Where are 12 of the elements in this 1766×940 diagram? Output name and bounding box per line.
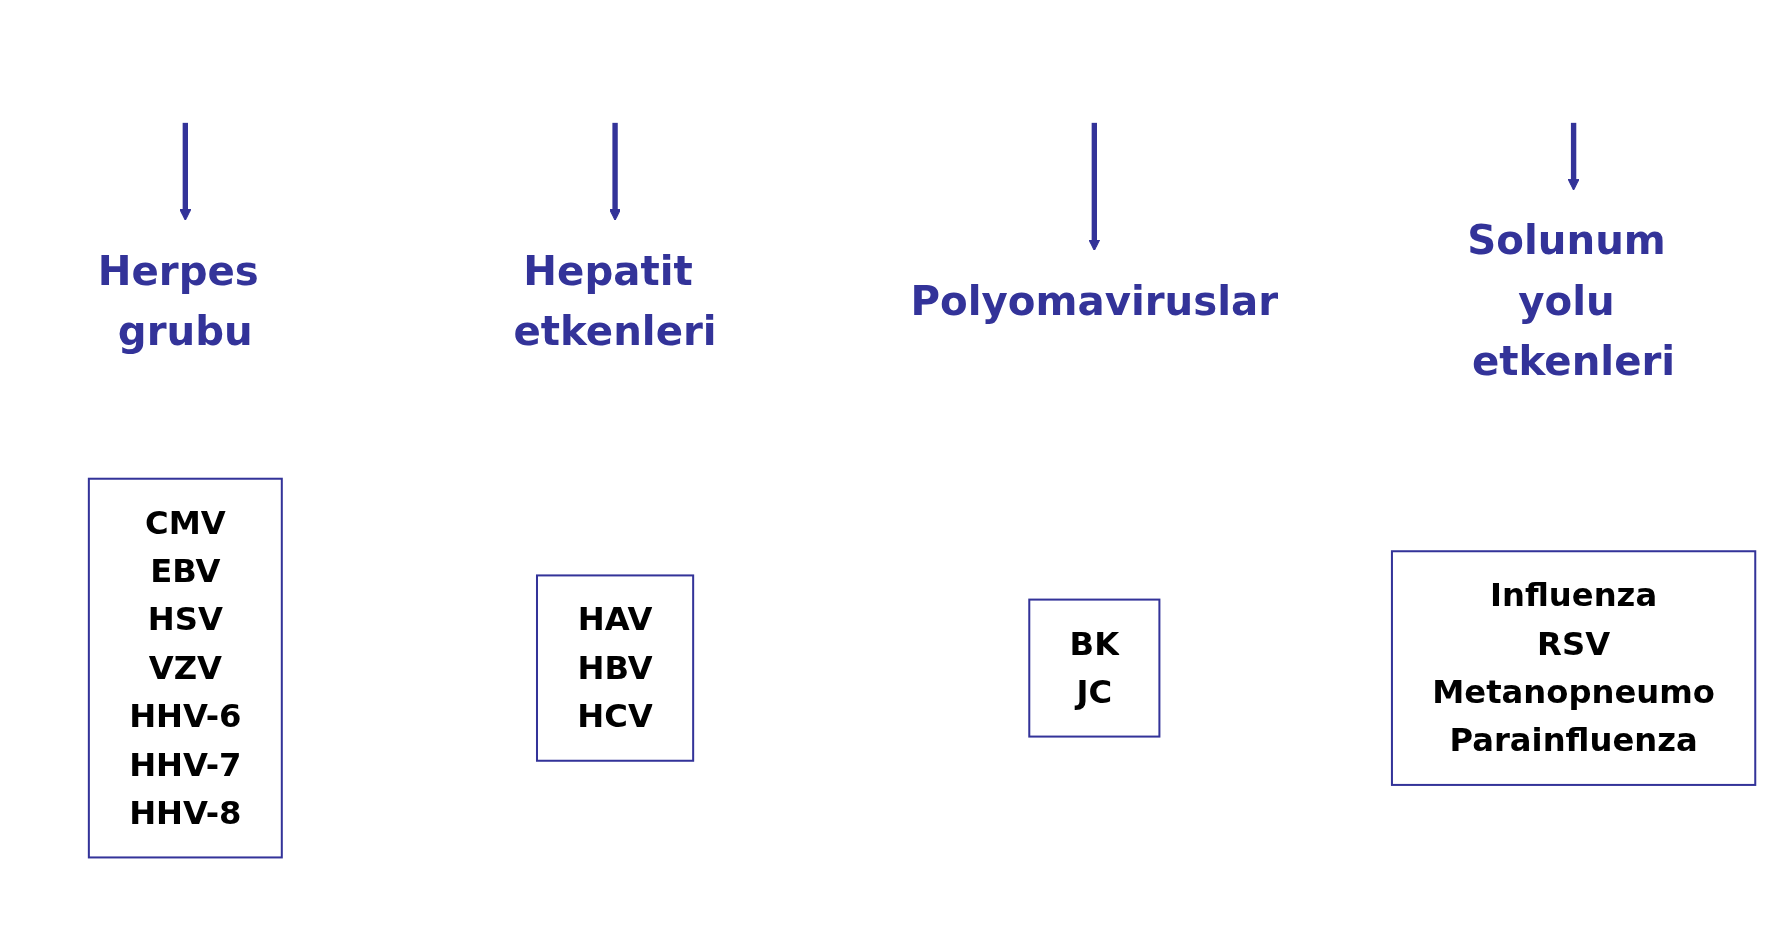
node-text: Hepatit etkenleri: [513, 247, 717, 355]
node-text: Polyomaviruslar: [910, 277, 1279, 325]
node-box: CMV EBV HSV VZV HHV-6 HHV-7 HHV-8: [87, 477, 283, 859]
arrow: [179, 122, 192, 221]
node-box: Influenza RSV Metanopneumo Parainfluenza: [1390, 550, 1757, 786]
arrow: [609, 122, 621, 221]
arrow: [1567, 122, 1580, 191]
node-box: HAV HBV HCV: [536, 574, 695, 762]
node-text: Herpes grubu: [97, 247, 259, 355]
node-text: Solunum yolu etkenleri: [1467, 216, 1676, 385]
node-box: BK JC: [1028, 598, 1161, 738]
arrow: [1088, 122, 1101, 251]
